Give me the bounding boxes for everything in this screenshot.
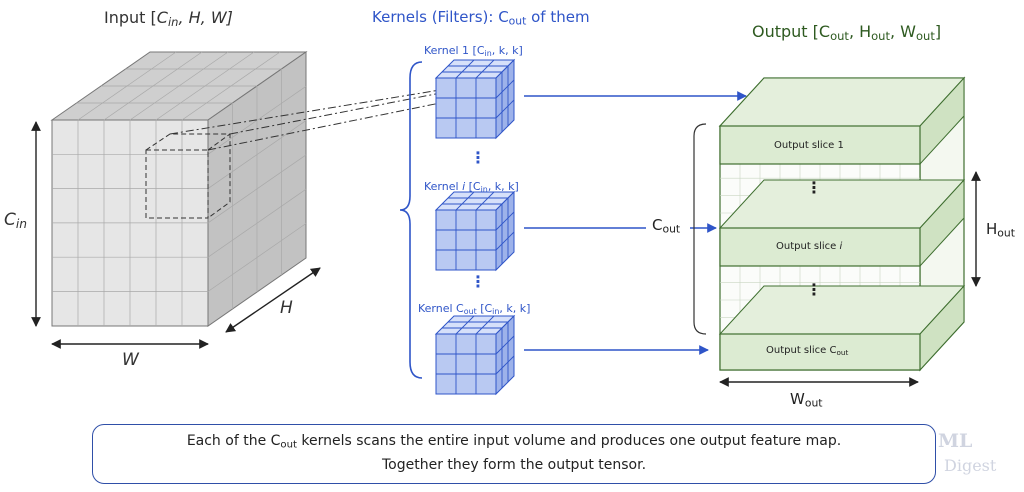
output-slice-i-label: Output slice i [776,241,843,252]
kernelc-label: Kernel Cout [Cin, k, k] [418,302,531,316]
kernel-cubes [434,58,516,396]
kerneli-label: Kernel i [Cin, k, k] [424,180,519,194]
output-vdots-2: ⋮ [806,280,822,299]
input-cube [50,51,457,327]
kernels-vdots-2: ⋮ [470,272,486,291]
output-h-label: Hout [986,220,1015,240]
caption-line-2: Together they form the output tensor. [381,457,647,473]
logo-line-2: Digest [944,456,997,475]
input-title: Input [Cin, H, W] [104,8,233,29]
kernel-cube-cout [434,314,516,396]
input-h-label: H [280,298,293,318]
output-cube [718,76,966,372]
logo-line-1: ML [938,430,973,452]
kernel-cube-i [434,190,516,272]
input-w-label: W [122,350,139,370]
output-slice-cout [718,284,966,372]
output-slices [718,76,966,372]
kernels-brace [399,61,423,379]
output-title: Output [Cout, Hout, Wout] [752,22,942,43]
output-vdots-1: ⋮ [806,178,822,197]
ml-digest-logo: ML Digest [930,428,1010,484]
output-cout-label: Cout [652,216,681,236]
caption-box: Each of the Cout kernels scans the entir… [92,424,936,484]
input-h-arrow [225,267,321,333]
output-cout-bracket [693,123,707,335]
projection-lines [169,89,457,151]
kernels-vdots-1: ⋮ [470,148,486,167]
output-slice-c-label: Output slice Cout [766,345,849,357]
output-w-label: Wout [790,390,823,410]
kernel1-label: Kernel 1 [Cin, k, k] [424,44,523,58]
input-grid [52,51,307,326]
kernels-title: Kernels (Filters): Cout of them [372,8,590,28]
kernel-cube-1 [434,58,516,140]
output-slice-1 [718,76,966,166]
output-slice-1-label: Output slice 1 [774,140,844,151]
caption-line-1: Each of the Cout kernels scans the entir… [186,433,842,451]
input-cin-label: Cin [4,210,28,232]
output-slice-i [718,178,966,268]
